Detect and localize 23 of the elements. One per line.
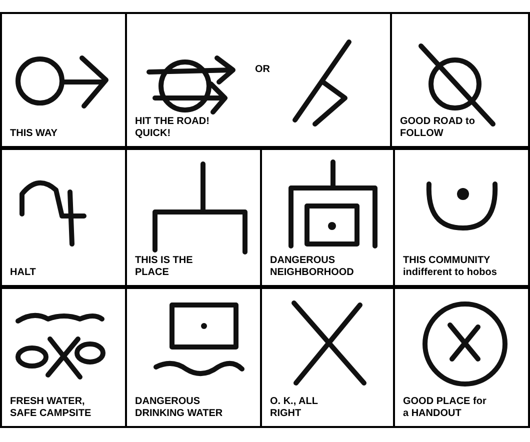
table-cell xyxy=(125,287,262,428)
sign-caption: DANGEROUS DRINKING WATER xyxy=(135,396,224,420)
sign-caption: GOOD PLACE for a HANDOUT xyxy=(403,396,488,420)
sign-caption: THIS IS THE PLACE xyxy=(135,255,194,279)
table-cell xyxy=(0,12,127,148)
table-cell xyxy=(125,148,262,287)
table-cell xyxy=(0,148,127,287)
sign-caption: GOOD ROAD to FOLLOW xyxy=(400,116,476,140)
sign-caption: THIS WAY xyxy=(10,128,58,140)
sign-caption: FRESH WATER, SAFE CAMPSITE xyxy=(10,396,92,420)
table-cell xyxy=(125,12,392,148)
sign-caption: HALT xyxy=(10,267,37,279)
or-text: OR xyxy=(255,64,270,76)
table-cell xyxy=(390,12,530,148)
table-cell xyxy=(0,287,127,428)
table-cell xyxy=(260,148,395,287)
sign-caption: O. K., ALL RIGHT xyxy=(270,396,319,420)
sign-caption: THIS COMMUNITY indifferent to hobos xyxy=(403,255,498,279)
sign-caption: DANGEROUS NEIGHBORHOOD xyxy=(270,255,355,279)
table-cell xyxy=(260,287,395,428)
table-cell xyxy=(393,287,530,428)
sign-caption: HIT THE ROAD! QUICK! xyxy=(135,116,210,140)
table-cell xyxy=(393,148,530,287)
